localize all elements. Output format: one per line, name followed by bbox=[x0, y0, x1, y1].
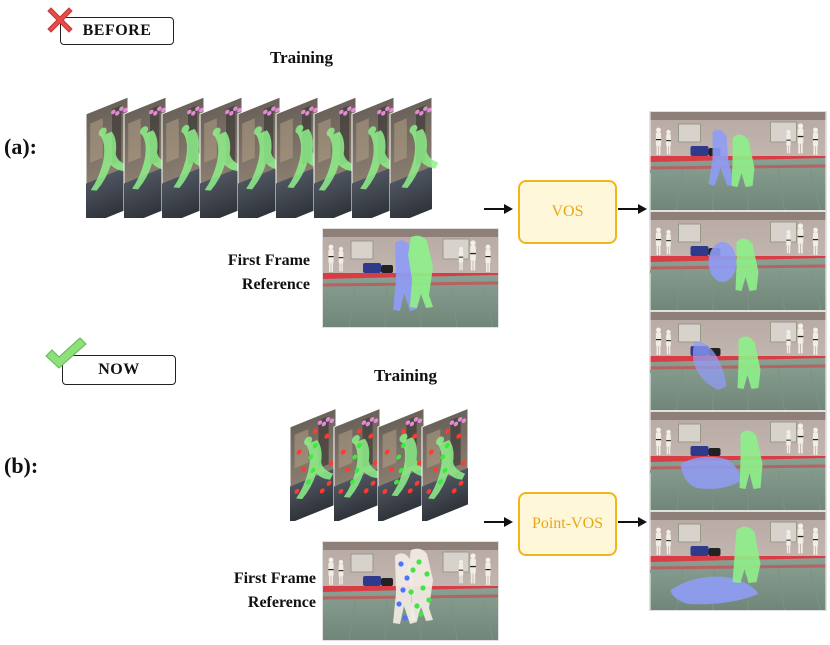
output-frame-2 bbox=[649, 211, 827, 311]
reference-label-a: First Frame Reference bbox=[190, 249, 310, 297]
output-frame-4 bbox=[649, 411, 827, 511]
arrow-right-icon bbox=[484, 202, 514, 216]
training-title-a: Training bbox=[270, 48, 333, 67]
vos-module: VOS bbox=[518, 180, 617, 244]
arrow-right-icon bbox=[618, 515, 648, 529]
reference-line1-b: First Frame bbox=[233, 570, 316, 587]
arrow-right-icon bbox=[618, 202, 648, 216]
training-frames-b bbox=[289, 407, 469, 521]
output-frame-5 bbox=[649, 511, 827, 611]
now-badge: NOW bbox=[62, 355, 176, 385]
before-badge-label: BEFORE bbox=[82, 22, 152, 39]
reference-label-b: First Frame Reference bbox=[190, 567, 316, 615]
point-vos-module: Point-VOS bbox=[518, 492, 617, 556]
arrow-right-icon bbox=[484, 515, 514, 529]
cross-icon bbox=[42, 2, 78, 38]
training-title-b: Training bbox=[374, 366, 437, 385]
row-a-label: (a): bbox=[4, 134, 37, 159]
reference-line2-b: Reference bbox=[247, 594, 316, 611]
output-frame-1 bbox=[649, 111, 827, 211]
reference-line1-a: First Frame bbox=[227, 252, 310, 269]
before-badge: BEFORE bbox=[60, 17, 174, 45]
row-b-label: (b): bbox=[4, 453, 39, 478]
output-frame-3 bbox=[649, 311, 827, 411]
vos-module-label: VOS bbox=[551, 203, 584, 220]
check-icon bbox=[42, 336, 88, 370]
training-frames-a bbox=[85, 96, 439, 218]
reference-line2-a: Reference bbox=[241, 276, 310, 293]
point-vos-module-label: Point-VOS bbox=[531, 515, 604, 532]
now-badge-label: NOW bbox=[98, 361, 140, 378]
reference-image-b bbox=[322, 541, 499, 641]
reference-image-a bbox=[322, 228, 499, 328]
